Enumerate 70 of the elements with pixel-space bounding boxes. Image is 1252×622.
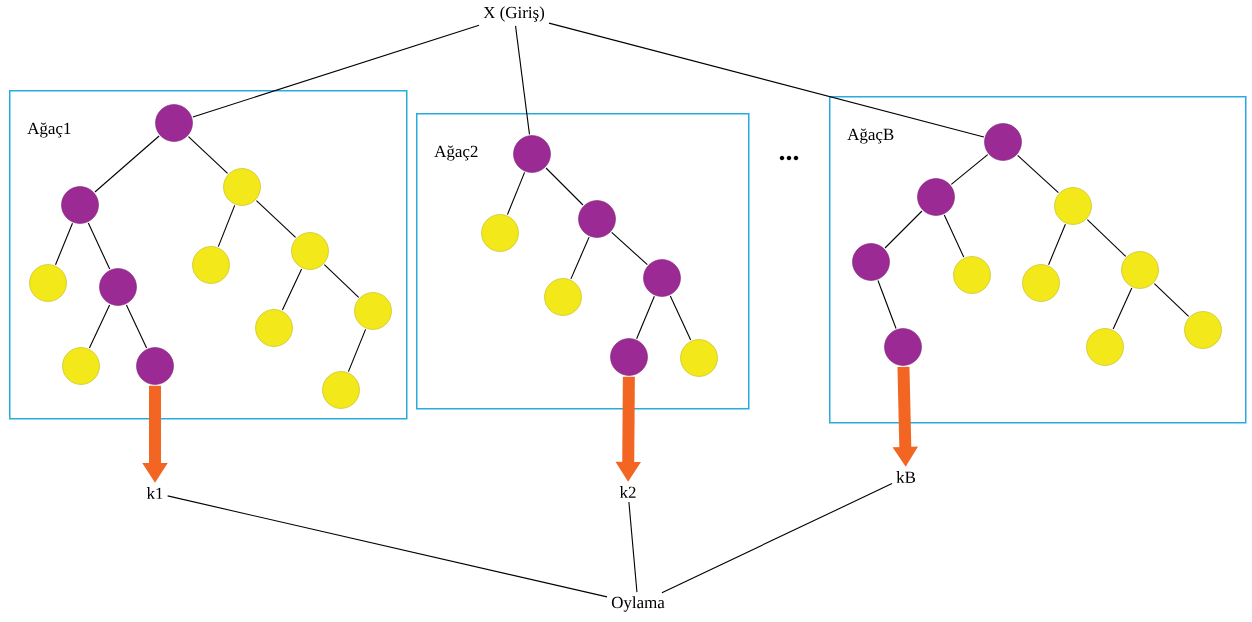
connector-line bbox=[669, 295, 692, 341]
connector-line bbox=[628, 501, 638, 593]
tree-node-circle bbox=[680, 339, 718, 377]
text-label: kB bbox=[896, 471, 916, 483]
connector-line bbox=[661, 483, 893, 594]
connector-line bbox=[1048, 223, 1066, 266]
tree-node-circle bbox=[99, 268, 137, 306]
connector-line bbox=[636, 295, 655, 340]
tree-node-circle bbox=[322, 371, 360, 409]
tree-node-circle bbox=[513, 135, 551, 173]
connector-line bbox=[88, 304, 111, 349]
tree-node-circle bbox=[984, 123, 1022, 161]
tree-node-circle bbox=[136, 347, 174, 385]
connector-line bbox=[192, 24, 480, 118]
connector-line bbox=[281, 268, 303, 311]
tree-node-circle bbox=[354, 292, 392, 330]
connector-line bbox=[55, 222, 74, 266]
connector-line bbox=[1017, 154, 1059, 194]
tree-box: AğaçB bbox=[829, 96, 1247, 424]
text-label: Oylama bbox=[611, 596, 665, 612]
text-label: k2 bbox=[619, 486, 636, 498]
tree-node-circle bbox=[255, 309, 293, 347]
connector-line bbox=[611, 231, 648, 266]
tree-box: Ağaç2 bbox=[416, 113, 750, 410]
text-label: k1 bbox=[146, 487, 163, 499]
tree-node-circle bbox=[917, 178, 955, 216]
tree-node-circle bbox=[481, 214, 519, 252]
connector-line bbox=[323, 264, 360, 298]
tree-node-circle bbox=[610, 338, 648, 376]
connector-line bbox=[125, 304, 148, 349]
connector-line bbox=[1153, 283, 1190, 317]
tree-node-circle bbox=[578, 200, 616, 238]
connector-line bbox=[94, 135, 160, 193]
connector-line bbox=[1086, 219, 1127, 257]
tree-node-circle bbox=[155, 104, 193, 142]
ellipsis: ... bbox=[779, 155, 799, 161]
connector-line bbox=[943, 214, 965, 258]
connector-line bbox=[570, 236, 590, 280]
connector-line bbox=[515, 25, 531, 135]
tree-node-circle bbox=[1022, 264, 1060, 302]
connector-line bbox=[545, 167, 584, 206]
connector-line bbox=[217, 204, 236, 248]
tree-box: Ağaç1 bbox=[9, 90, 408, 420]
tree-node-circle bbox=[643, 259, 681, 297]
tree-node-circle bbox=[1121, 251, 1159, 289]
connector-line bbox=[884, 210, 923, 249]
tree-node-circle bbox=[852, 243, 890, 281]
connector-line bbox=[548, 22, 985, 138]
connector-line bbox=[87, 222, 111, 270]
connector-line bbox=[506, 171, 526, 216]
connector-line bbox=[255, 200, 297, 238]
tree-node-circle bbox=[1086, 328, 1124, 366]
tree-node-circle bbox=[29, 264, 67, 302]
tree-node-circle bbox=[61, 186, 99, 224]
connector-line bbox=[1112, 287, 1133, 330]
tree-node-circle bbox=[1184, 311, 1222, 349]
text-label: X (Giriş) bbox=[483, 6, 545, 22]
tree-node-circle bbox=[223, 168, 261, 206]
tree-node-circle bbox=[884, 328, 922, 366]
tree-node-circle bbox=[1054, 187, 1092, 225]
connector-line bbox=[347, 328, 367, 373]
connector-line bbox=[167, 495, 608, 598]
connector-line bbox=[950, 154, 989, 185]
tree-node-circle bbox=[62, 347, 100, 385]
tree-node-circle bbox=[291, 232, 329, 270]
tree-node-circle bbox=[953, 256, 991, 294]
tree-node-circle bbox=[192, 246, 230, 284]
connector-line bbox=[187, 136, 229, 174]
connector-line bbox=[877, 279, 897, 330]
tree-node-circle bbox=[544, 278, 582, 316]
